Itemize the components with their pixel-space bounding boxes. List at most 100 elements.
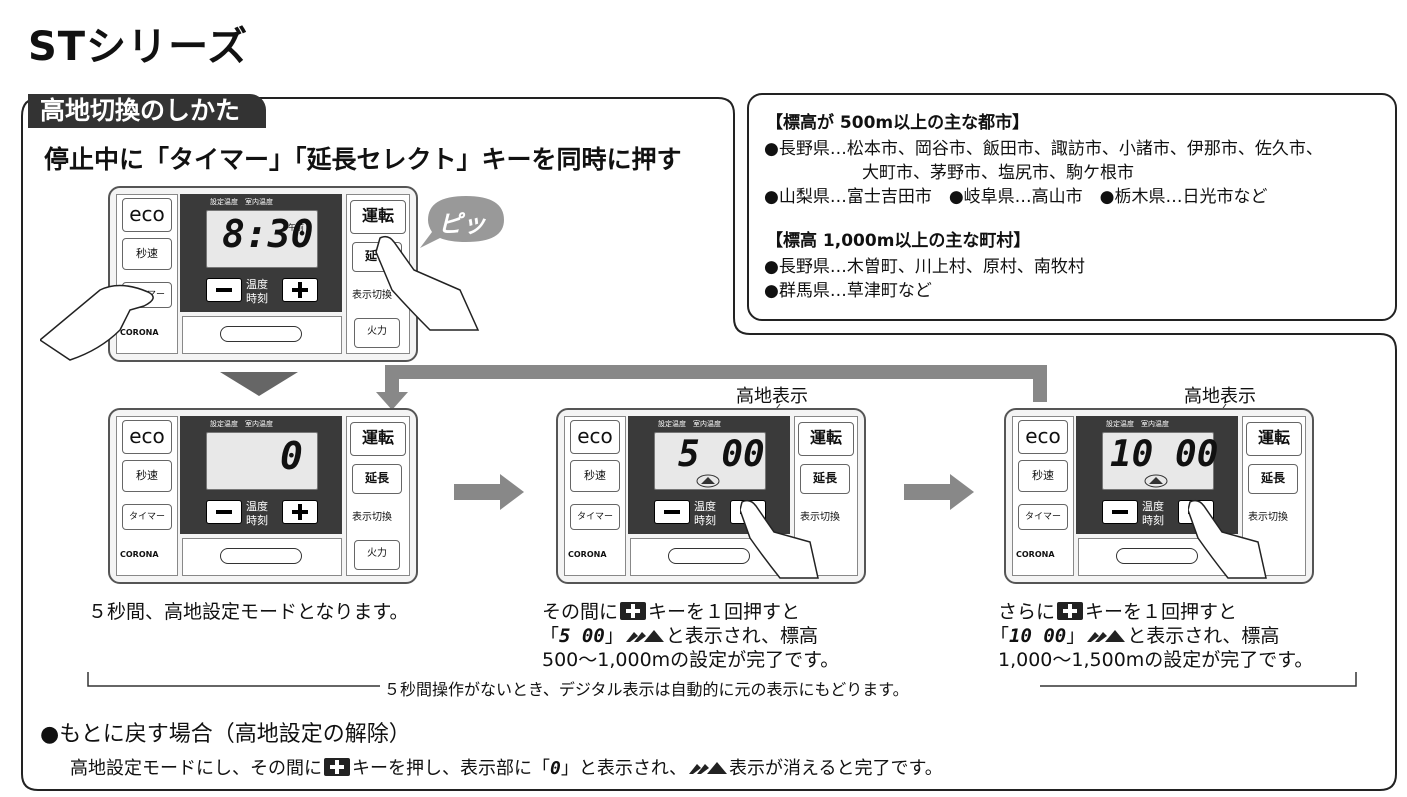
temp-label: 温度 bbox=[246, 278, 268, 291]
receiver-slot bbox=[1116, 548, 1198, 564]
altitude-mountain-icon bbox=[1087, 630, 1126, 642]
caption-step2-line1: その間に キーを１回押すと bbox=[542, 600, 800, 624]
reset-heading: ●もとに戻す場合（高地設定の解除） bbox=[40, 722, 411, 747]
sec-button[interactable]: 秒速 bbox=[122, 238, 172, 270]
city-line: ●山梨県…富士吉田市 ●岐阜県…高山市 ●栃木県…日光市など bbox=[764, 187, 1268, 207]
sec-button[interactable]: 秒速 bbox=[570, 460, 620, 492]
altitude-mountain-icon bbox=[696, 474, 720, 488]
section-tab: 高地切換のしかた bbox=[28, 94, 267, 128]
display-switch-label[interactable]: 表示切換 bbox=[352, 290, 392, 301]
extend-button[interactable]: 延長 bbox=[800, 464, 850, 494]
receiver-slot bbox=[220, 326, 302, 342]
left-hand-icon bbox=[40, 284, 154, 361]
control-panel: eco 秒速 タイマー CORONA 設定温度 室内温度 8:30 午前 温度 … bbox=[108, 186, 418, 362]
run-button[interactable]: 運転 bbox=[798, 422, 854, 456]
display-switch-label[interactable]: 表示切換 bbox=[1248, 512, 1288, 523]
timer-button[interactable]: タイマー bbox=[570, 504, 620, 530]
reset-text: キーを押し、表示部に「 bbox=[352, 758, 550, 779]
set-temp-label: 設定温度 室内温度 bbox=[210, 420, 273, 428]
caption-text: と表示され、標高 bbox=[1127, 625, 1280, 647]
caption-step3-line2: 「10 00」 と表示され、標高 bbox=[990, 624, 1279, 648]
altitude-mountain-icon bbox=[689, 762, 728, 774]
minus-button[interactable] bbox=[654, 500, 690, 524]
temp-label: 温度 bbox=[1142, 500, 1164, 513]
fire-select-button[interactable]: 火力 bbox=[354, 318, 400, 348]
lcd-value-text: 10 00 bbox=[1009, 625, 1067, 647]
eco-button[interactable]: eco bbox=[570, 420, 620, 454]
caption-text: キーを１回押すと bbox=[1085, 601, 1238, 623]
set-temp-label: 設定温度 室内温度 bbox=[1106, 420, 1169, 428]
caption-step2-line2: 「5 00」と表示され、標高 bbox=[540, 624, 818, 648]
city-line: 大町市、茅野市、塩尻市、駒ケ根市 bbox=[862, 163, 1134, 183]
brand-logo: CORONA bbox=[1016, 550, 1055, 559]
minus-button[interactable] bbox=[1102, 500, 1138, 524]
temp-label: 温度 bbox=[694, 500, 716, 513]
eco-button[interactable]: eco bbox=[1018, 420, 1068, 454]
sec-button[interactable]: 秒速 bbox=[122, 460, 172, 492]
caption-text: 」 bbox=[1066, 625, 1086, 647]
display-switch-label[interactable]: 表示切換 bbox=[352, 512, 392, 523]
display-switch-label[interactable]: 表示切換 bbox=[800, 512, 840, 523]
run-button[interactable]: 運転 bbox=[350, 200, 406, 234]
bottom-strip bbox=[182, 538, 342, 576]
plus-key-icon bbox=[324, 758, 350, 776]
clock-label: 時刻 bbox=[246, 292, 268, 305]
caption-step2-line3: 500～1,000mの設定が完了です。 bbox=[542, 649, 840, 671]
control-panel: eco 秒速 タイマー CORONA 設定温度 室内温度 0 温度 時刻 運転 … bbox=[108, 408, 418, 584]
caption-text: 「 bbox=[990, 625, 1010, 647]
lcd-value-text: 0 bbox=[550, 758, 561, 779]
am-label: 午前 bbox=[288, 223, 304, 232]
altitude-display-label: 高地表示 bbox=[1184, 386, 1256, 407]
altitude-mountain-icon bbox=[625, 630, 664, 642]
brand-logo: CORONA bbox=[568, 550, 607, 559]
caption-text: キーを１回押すと bbox=[648, 601, 801, 623]
sec-button[interactable]: 秒速 bbox=[1018, 460, 1068, 492]
bottom-strip bbox=[182, 316, 342, 354]
pressing-hand-icon bbox=[740, 499, 819, 579]
caption-step1: ５秒間、高地設定モードとなります。 bbox=[88, 601, 409, 623]
city-line: ●長野県…松本市、岡谷市、飯田市、諏訪市、小諸市、伊那市、佐久市、 bbox=[764, 139, 1323, 159]
lcd-digits: 10 00 bbox=[1110, 434, 1219, 475]
city-line: ●長野県…木曽町、川上村、原村、南牧村 bbox=[764, 257, 1085, 277]
set-temp-label: 設定温度 室内温度 bbox=[658, 420, 721, 428]
instruction-headline: 停止中に「タイマー」「延長セレクト」キーを同時に押す bbox=[44, 145, 682, 174]
lcd-screen bbox=[206, 210, 318, 268]
brand-logo: CORONA bbox=[120, 328, 159, 337]
plus-key-icon bbox=[1057, 602, 1084, 620]
run-button[interactable]: 運転 bbox=[350, 422, 406, 456]
caption-text: 「 bbox=[540, 625, 560, 647]
lcd-value-text: 5 00 bbox=[559, 625, 605, 647]
caption-text: その間に bbox=[542, 601, 619, 623]
timer-button[interactable]: タイマー bbox=[122, 504, 172, 530]
page-title: STシリーズ bbox=[28, 24, 249, 70]
timeout-note: ５秒間操作がないとき、デジタル表示は自動的に元の表示にもどります。 bbox=[384, 680, 909, 699]
fire-select-button[interactable]: 火力 bbox=[354, 540, 400, 570]
beep-bubble-icon bbox=[420, 196, 504, 248]
city-heading-1000m: 【標高 1,000m以上の主な町村】 bbox=[766, 231, 1031, 251]
caption-step3-line3: 1,000～1,500mの設定が完了です。 bbox=[998, 649, 1314, 671]
minus-button[interactable] bbox=[206, 278, 242, 302]
eco-button[interactable]: eco bbox=[122, 420, 172, 454]
lcd-digits: 0 bbox=[280, 434, 303, 478]
plus-button[interactable] bbox=[282, 278, 318, 302]
clock-label: 時刻 bbox=[1142, 514, 1164, 527]
timer-button[interactable]: タイマー bbox=[1018, 504, 1068, 530]
altitude-mountain-icon bbox=[1144, 474, 1168, 488]
lcd-screen bbox=[206, 432, 318, 490]
minus-button[interactable] bbox=[206, 500, 242, 524]
caption-text: と表示され、標高 bbox=[665, 625, 818, 647]
reset-instruction: 高地設定モードにし、その間にキーを押し、表示部に「0」と表示され、表示が消えると… bbox=[70, 754, 943, 780]
brand-logo: CORONA bbox=[120, 550, 159, 559]
extend-button[interactable]: 延長 bbox=[352, 464, 402, 494]
eco-button[interactable]: eco bbox=[122, 198, 172, 232]
plus-button[interactable] bbox=[282, 500, 318, 524]
clock-label: 時刻 bbox=[694, 514, 716, 527]
extend-button[interactable]: 延長 bbox=[1248, 464, 1298, 494]
run-button[interactable]: 運転 bbox=[1246, 422, 1302, 456]
caption-text: さらに bbox=[998, 601, 1056, 623]
control-panel: eco 秒速 タイマー CORONA 設定温度 室内温度 5 00 温度 時刻 … bbox=[556, 408, 866, 584]
right-hand-icon bbox=[375, 235, 480, 331]
set-temp-label: 設定温度 室内温度 bbox=[210, 198, 273, 206]
reset-text: 」と表示され、 bbox=[560, 758, 688, 779]
